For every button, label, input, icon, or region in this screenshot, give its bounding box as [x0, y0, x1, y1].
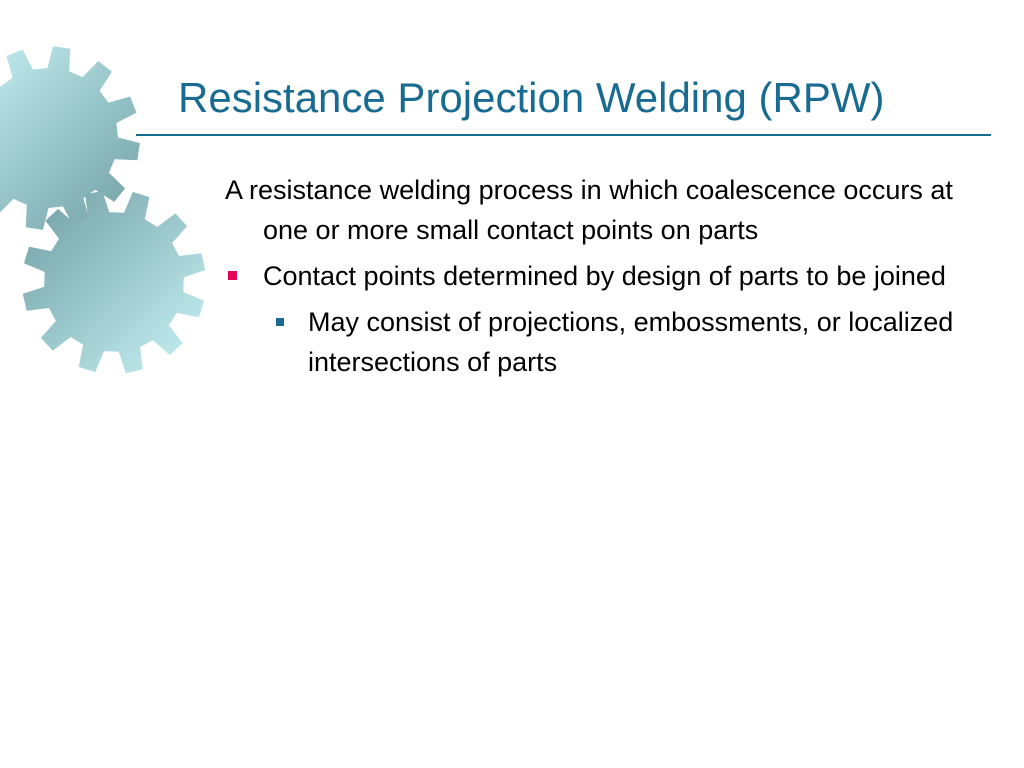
gears-icon: [0, 46, 206, 374]
sub-bullet-item: May consist of projections, embossments,…: [270, 302, 995, 382]
gear-teeth: [0, 46, 140, 230]
title-underline: [136, 134, 991, 136]
sub-bullet-text: May consist of projections, embossments,…: [308, 307, 954, 377]
gear-bottom-shape: [22, 190, 206, 374]
intro-paragraph: A resistance welding process in which co…: [225, 175, 953, 245]
slide-body: A resistance welding process in which co…: [225, 170, 995, 382]
gear-top-shape: [0, 46, 140, 230]
square-bullet-icon: [276, 318, 284, 326]
gear-teeth: [22, 190, 206, 374]
square-bullet-icon: [228, 271, 237, 280]
slide-title: Resistance Projection Welding (RPW): [178, 74, 885, 121]
bullet-item: Contact points determined by design of p…: [225, 256, 995, 296]
bullet-text: Contact points determined by design of p…: [263, 261, 946, 291]
